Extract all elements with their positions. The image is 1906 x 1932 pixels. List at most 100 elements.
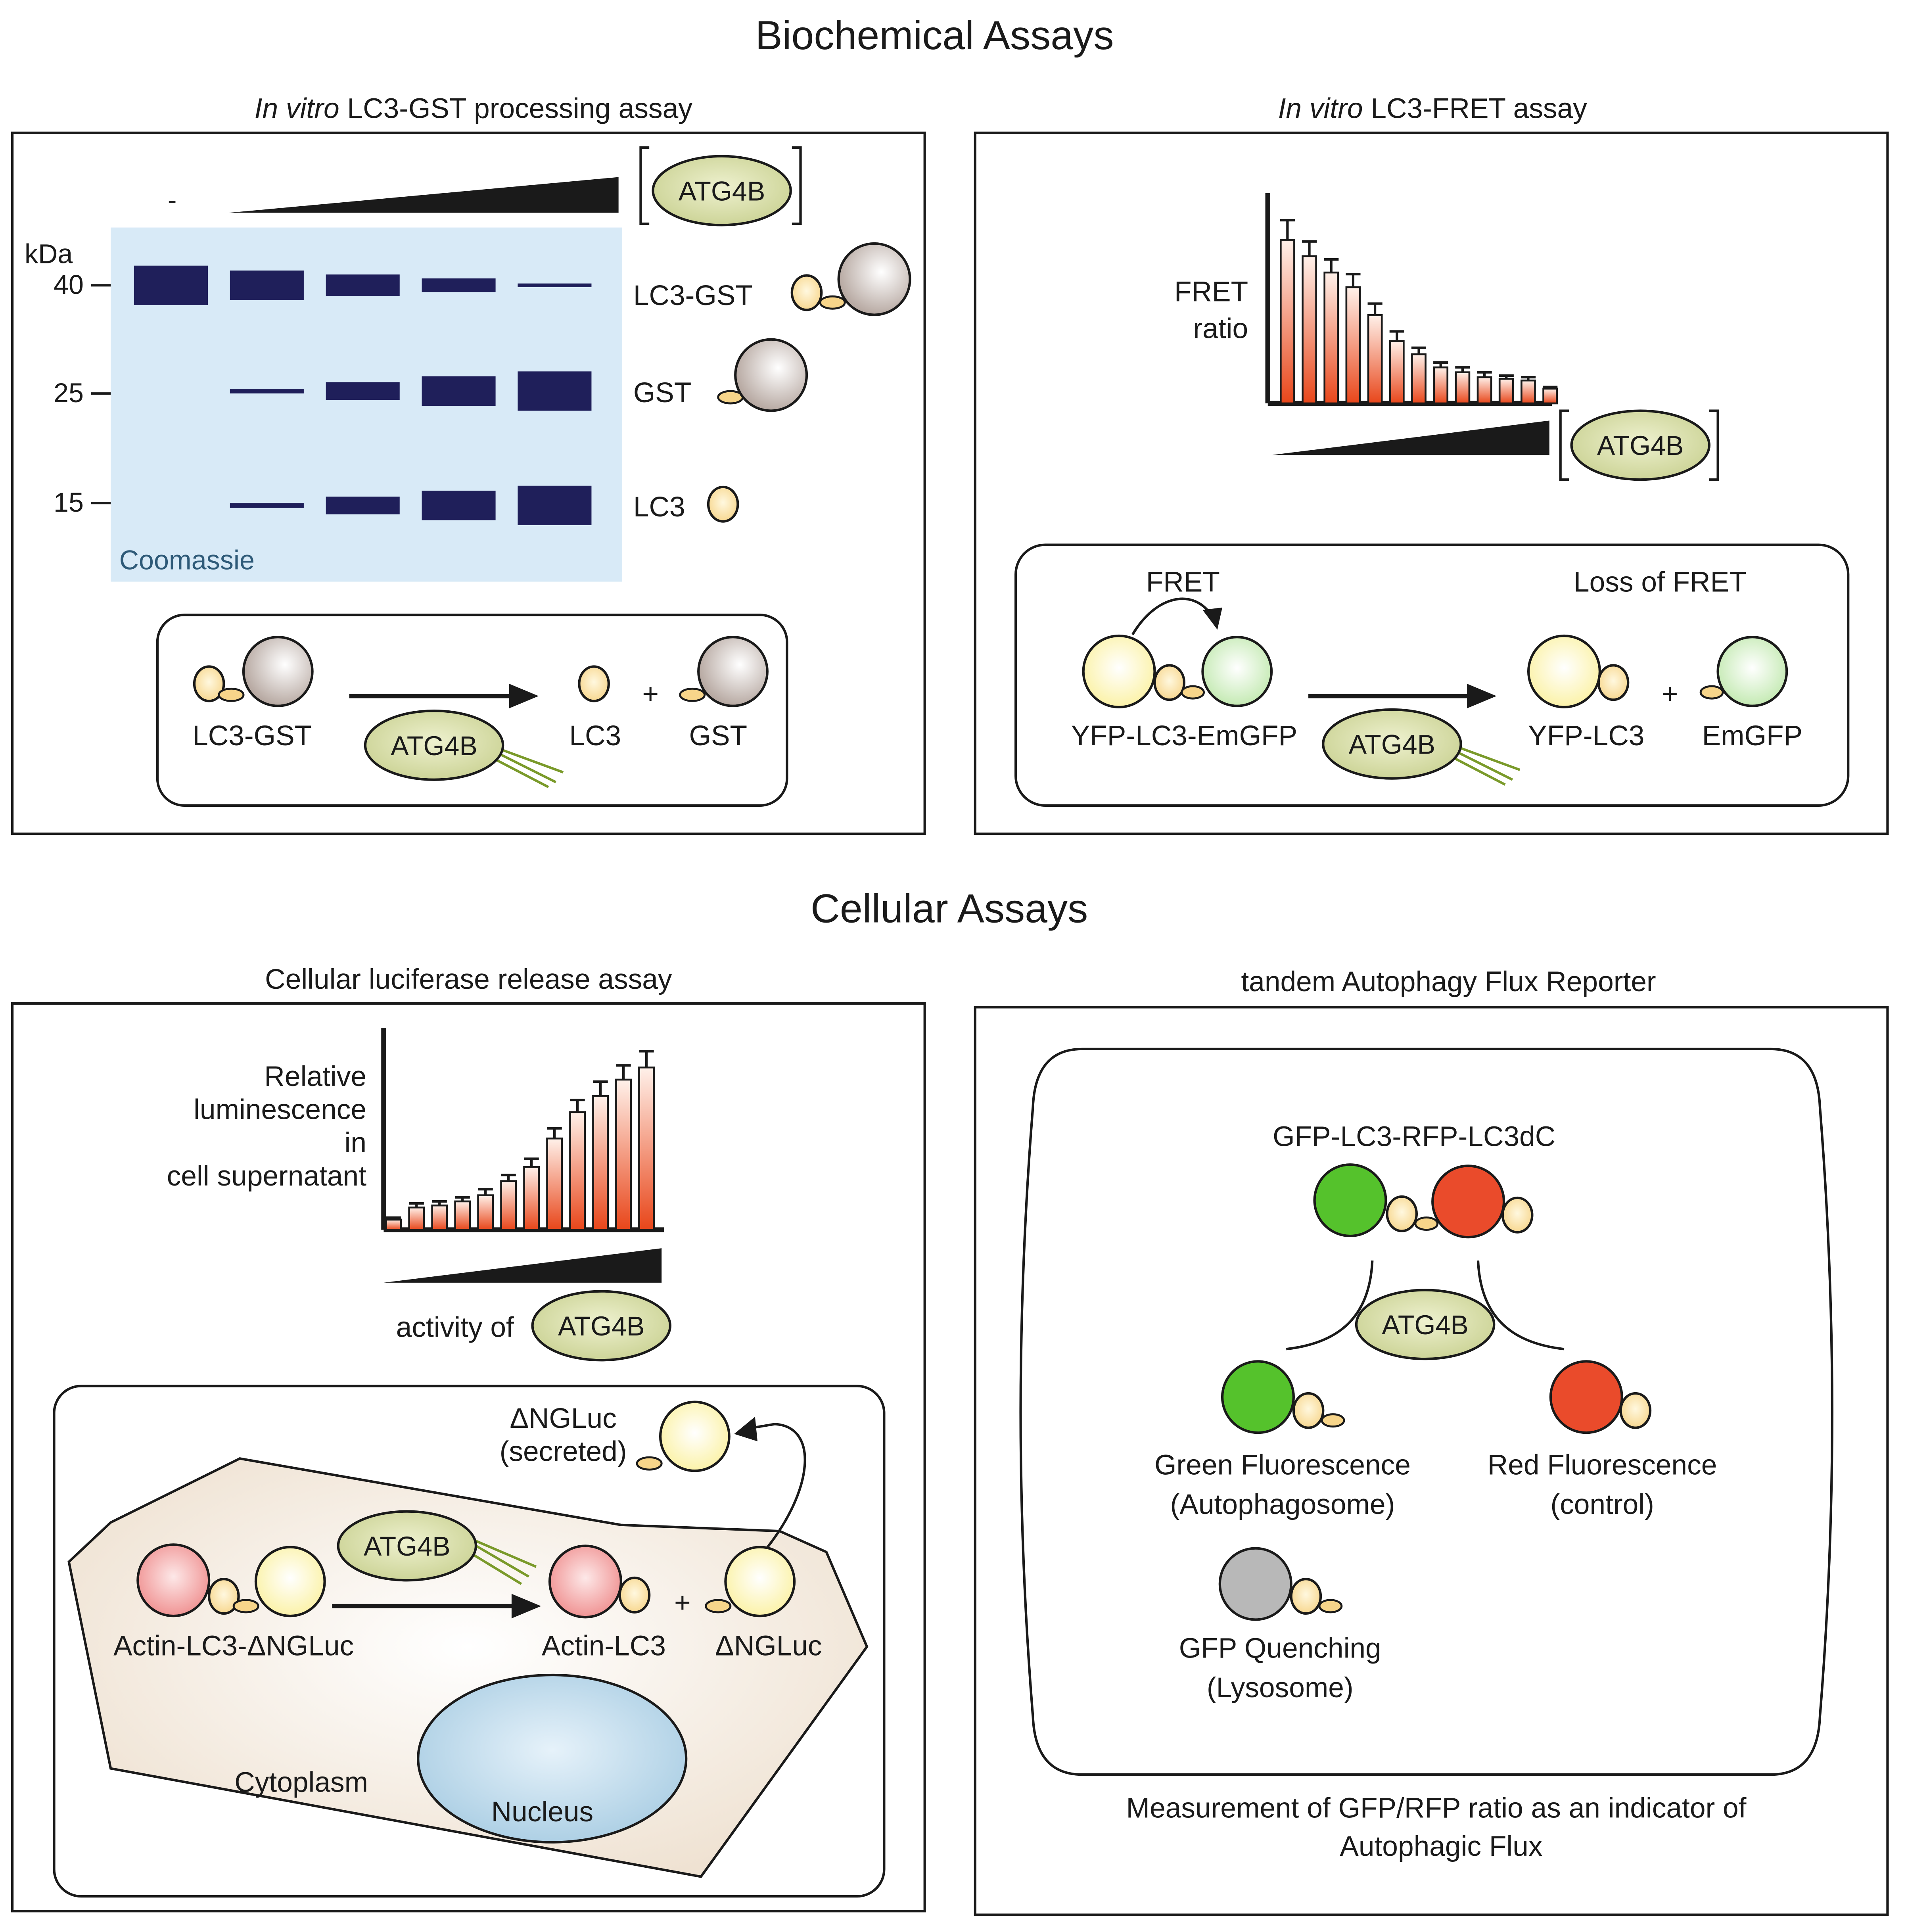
reaction-a-enzyme: ATG4B xyxy=(391,731,477,761)
secretion-arrow xyxy=(752,1423,806,1553)
band-label-gst: GST xyxy=(633,338,808,412)
panel-autophagy-flux-reporter: tandem Autophagy Flux Reporter GFP-LC3-R… xyxy=(974,966,1889,1916)
bar xyxy=(1433,366,1449,405)
quenched-gfp-icon xyxy=(1218,1547,1292,1621)
construct-label: GFP-LC3-RFP-LC3dC xyxy=(1273,1121,1555,1153)
fret-chart-ylabel-1: FRET xyxy=(1174,276,1248,308)
reaction-c-plus: + xyxy=(674,1587,691,1619)
panel-lc3-fret: In vitro LC3-FRET assay FRET ratio ATG4B… xyxy=(974,93,1889,835)
cell-outline xyxy=(1019,1048,1834,1776)
lc3-icon xyxy=(1597,664,1630,701)
panel-a-title: In vitro LC3-GST processing assay xyxy=(255,93,693,125)
panel-lc3-gst-processing: In vitro LC3-GST processing assay Coomas… xyxy=(11,93,926,835)
panel-luciferase-release: Cellular luciferase release assay Relati… xyxy=(11,963,926,1913)
lane-minus-label: - xyxy=(168,185,177,215)
actin-icon xyxy=(136,1543,211,1617)
bar xyxy=(569,1111,586,1231)
band-label-gst-text: GST xyxy=(633,377,692,409)
bar xyxy=(431,1204,448,1231)
band-label-lc3-gst: LC3-GST xyxy=(633,242,911,316)
atg4b-enzyme xyxy=(1322,708,1462,780)
bar xyxy=(1521,379,1536,405)
bar xyxy=(1302,255,1317,405)
band-gst xyxy=(326,382,400,400)
fret-chart xyxy=(1265,193,1558,406)
lc3-icon xyxy=(618,1576,651,1614)
band-label-lc3: LC3 xyxy=(633,485,739,523)
band-lc3-gst xyxy=(134,265,208,305)
lc3-icon xyxy=(1153,664,1186,701)
reaction-box-b: FRET Loss of FRET YFP-LC3-EmGFP ATG4B YF… xyxy=(1014,543,1850,807)
atg4b-bracket: ATG4B xyxy=(639,146,802,226)
reaction-c-product1: Actin-LC3 xyxy=(542,1630,666,1661)
lc3-icon xyxy=(1386,1195,1418,1232)
fret-transfer-arrow xyxy=(1131,597,1212,635)
control-label: (control) xyxy=(1550,1489,1654,1520)
atg4b-enzyme xyxy=(531,1290,671,1362)
reaction-b-product1: YFP-LC3 xyxy=(1528,720,1644,752)
fret-chart-ylabel-2: ratio xyxy=(1193,313,1248,345)
arrow-head-icon xyxy=(509,683,539,708)
luciferase-icon xyxy=(724,1546,796,1617)
concentration-wedge xyxy=(1271,420,1549,455)
lc3-icon xyxy=(1292,1392,1325,1429)
lum-chart-ylabel-2: luminescence xyxy=(194,1094,366,1126)
bar xyxy=(408,1206,425,1231)
lysosome-label: (Lysosome) xyxy=(1207,1672,1354,1704)
lc3-icon xyxy=(1290,1578,1322,1615)
band-label-lc3-text: LC3 xyxy=(633,491,685,523)
panel-d-title: tandem Autophagy Flux Reporter xyxy=(1241,966,1656,998)
atg4b-enzyme xyxy=(337,1510,477,1582)
emgfp-icon xyxy=(1201,635,1273,707)
atg4b-enzyme xyxy=(652,155,792,226)
reaction-b-plus: + xyxy=(1662,678,1678,710)
secreted-label-1: ΔNGLuc xyxy=(510,1402,617,1434)
kda-label: kDa xyxy=(25,239,73,269)
reaction-c-product2: ΔNGLuc xyxy=(715,1630,822,1661)
bar xyxy=(1455,371,1471,405)
gfp-icon xyxy=(1313,1163,1387,1237)
footer-line-1: Measurement of GFP/RFP ratio as an indic… xyxy=(1126,1792,1747,1824)
band-gst xyxy=(518,371,592,411)
arrow-head-icon xyxy=(511,1594,541,1619)
bar xyxy=(1323,271,1339,405)
cell-box xyxy=(53,1385,886,1898)
reaction-c-substrate: Actin-LC3-ΔNGLuc xyxy=(113,1630,354,1661)
lum-chart-ylabel-3: in xyxy=(345,1127,367,1159)
atg4b-enzyme xyxy=(1570,409,1710,481)
activity-atg4b-label: ATG4B xyxy=(558,1311,645,1341)
reaction-c-enzyme: ATG4B xyxy=(364,1531,451,1562)
gst-icon xyxy=(242,635,314,707)
red-fluorescence-label: Red Fluorescence xyxy=(1488,1449,1717,1481)
bar xyxy=(1476,376,1492,405)
autophagosome-label: (Autophagosome) xyxy=(1170,1489,1395,1520)
reaction-b-enzyme: ATG4B xyxy=(1349,730,1436,760)
rfp-icon xyxy=(1549,1360,1623,1434)
actin-icon xyxy=(548,1544,622,1619)
atg4b-enzyme xyxy=(1355,1289,1496,1360)
loss-of-fret-label: Loss of FRET xyxy=(1574,566,1747,598)
marker-15-label: 15 xyxy=(54,487,84,518)
lc3-icon xyxy=(208,1578,240,1615)
band-lc3 xyxy=(326,497,400,514)
bar xyxy=(1345,286,1361,405)
bar xyxy=(500,1180,517,1231)
band-lc3 xyxy=(422,491,496,520)
reaction-a-plus: + xyxy=(642,678,659,710)
section-title-biochemical: Biochemical Assays xyxy=(755,12,1114,58)
band-gst xyxy=(422,376,496,406)
reaction-a-substrate: LC3-GST xyxy=(192,720,312,752)
gfp-icon xyxy=(1221,1360,1295,1434)
bar xyxy=(523,1166,540,1231)
bar xyxy=(592,1095,609,1231)
arrow-head-icon xyxy=(1202,607,1223,630)
marker-40: 40 xyxy=(54,270,111,300)
band-lc3 xyxy=(230,503,304,508)
panel-c-frame xyxy=(11,1002,926,1913)
split-line-right xyxy=(1476,1260,1565,1351)
panel-b-frame xyxy=(974,131,1889,835)
gel-bands xyxy=(134,265,592,525)
reaction-a-product1: LC3 xyxy=(569,720,621,752)
luciferase-icon xyxy=(659,1401,731,1472)
band-label-lc3-gst-text: LC3-GST xyxy=(633,280,753,311)
